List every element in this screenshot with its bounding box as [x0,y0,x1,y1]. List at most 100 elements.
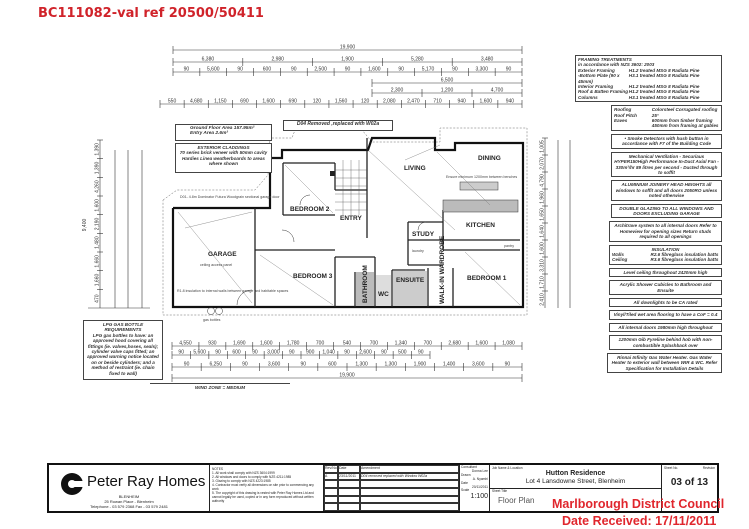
dimension-label: 1,390 [95,162,101,175]
dimension-label: 6,500 [441,78,454,84]
note-item: 2. All windows and doors to comply with … [212,475,292,479]
room-garage: GARAGE [208,251,237,258]
dimension-label: 690 [240,99,249,105]
spec-note-key: Roof Pitch [614,112,637,118]
spec-note-key: Exterior Framing [578,67,615,73]
dimension-label: 900 [306,350,315,356]
room-dining: DINING [478,155,501,162]
revision-label: Revision [702,466,715,470]
room-kitchen: KITCHEN [466,222,495,229]
sheet-title: Floor Plan [498,496,535,505]
sheet-number-panel: Sheet No. Revision 03 of 13 [662,465,717,511]
dimension-label: 550 [168,99,177,105]
dimension-label: 5,280 [411,57,424,63]
spec-note-text: DOUBLE GLAZING TO ALL WINDOWS AND DOORS … [619,205,714,216]
rev-header: Rev/No [324,465,338,473]
address-line: Telephone - 03 579 2368 Fax - 03 579 248… [90,504,168,509]
spec-note-box: • Smoke Detectors with hush button in ac… [611,133,722,149]
ground-floor-area: Ground Floor Area 157.95m² [190,126,255,131]
drawn-label: Drawn [461,472,471,477]
dimension-label: 470 [95,294,101,303]
gas-bottles-label: gas bottles [203,318,221,322]
dimension-label: 1,780 [287,341,300,347]
dimension-label: 600 [328,362,337,368]
scale-label: Scale [461,488,470,493]
dimension-label: 940 [506,99,515,105]
dimension-label: 700 [316,341,325,347]
spec-note-key: -Bottom Plate (90 x 45mm) [578,73,620,84]
notes-title: NOTES [212,467,223,471]
project-name: Hutton Residence [545,470,606,477]
room-wc: WC [378,291,389,298]
dimension-label: 5,170 [422,67,435,73]
dimension-label: 1,390 [95,143,101,156]
bathroom-floor [356,272,374,306]
dimension-label: 4,260 [95,180,101,193]
sheet-title-label: Sheet Title [492,489,508,493]
room-ensuite: ENSUITE [396,277,425,284]
room-entry: ENTRY [340,215,362,222]
exterior-claddings-box: EXTERIOR CLADDINGS 70 series brick venee… [175,143,272,173]
spec-note-text: • Smoke Detectors with hush button in ac… [622,135,711,147]
dimension-label: 1,960 [540,191,546,204]
spec-note-value: R2.6 fibreglass insulation batts [650,251,719,257]
entry-area: Entry Area 2.6m² [190,131,228,137]
dimension-label: 2,080 [383,99,396,105]
dimension-label: 1,600 [540,242,546,255]
council-stamp-date: Date Received: 17/11/2011 [562,514,717,528]
dimension-label: 1,900 [341,57,354,63]
garage-door-note: D01- 4.8m Dominator Futura Woodgrain sec… [180,195,280,199]
dimension-label: 90 [506,67,512,73]
dimension-label: 120 [361,99,370,105]
spec-note-text: 1200mm Gib Fyreline behind hob with non-… [618,337,713,348]
dimension-label: 710 [433,99,442,105]
spec-note-value: 450mm from framing at gables [651,123,719,129]
kitchen-bench [442,199,519,213]
dimension-label: 90 [178,350,184,356]
rev-number: A [324,472,338,481]
spec-note-value: 25° [651,112,659,118]
dimension-label: 1,560 [335,99,348,105]
spec-note-value: H3.1 treated MSG 8 Radiata Pine [628,73,700,79]
dimension-label: 90 [237,67,243,73]
spec-note-key: Walls [612,251,624,257]
dimension-label: 4,700 [491,88,504,94]
dimension-label: 2,680 [448,341,461,347]
drawing-date: 20/11/2011 [471,484,488,489]
gas-bottle-icon [215,307,223,315]
rev-date: 23/11/2011 [338,472,360,481]
dimension-label: 1,600 [368,67,381,73]
ceiling-access-note: ceiling access panel [200,263,232,267]
dimension-label: 1,150 [214,99,227,105]
spec-note-box: 1200mm Gib Fyreline behind hob with non-… [609,335,722,351]
dimension-label: 2,300 [391,88,404,94]
room-living: LIVING [404,165,426,172]
spec-note-text: Vinyl/Tiled wet area flooring to have a … [613,312,718,318]
lpg-title: LPG GAS BOTTLE REQUIREMENTS [102,322,144,333]
spec-note-key: Roofing [614,107,632,113]
dimension-label: 2,190 [95,218,101,231]
dimension-label: 1,690 [233,341,246,347]
dimension-label: 90 [300,362,306,368]
rev-amendment: D04 removed replaced with Window W02a [360,472,459,481]
spec-note-value: 600mm from timber framing [651,118,713,124]
revision-table: Rev/No Date Amendment A 23/11/2011 D04 r… [324,465,460,511]
dimension-label: 1,600 [260,341,273,347]
smoke-detector-icon [330,171,335,176]
dimension-label: 1,040 [322,350,335,356]
d04-note-box: D04 Removed ,replaced with W02a [283,120,393,131]
address-line: BLENHEIM [118,494,140,499]
dimension-label: 1,600 [480,99,493,105]
dimension-label: 1,660 [95,255,101,268]
spec-note-box: Vinyl/Tiled wet area flooring to have a … [609,310,722,320]
dimension-label: 1,340 [395,341,408,347]
